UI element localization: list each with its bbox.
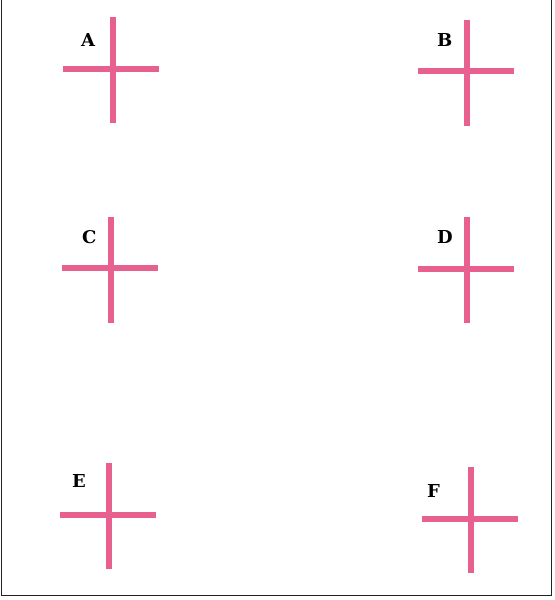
cross-a-vertical [110, 17, 116, 123]
label-c: C [82, 227, 97, 248]
cross-e-vertical [106, 463, 112, 569]
cross-b-vertical [464, 20, 470, 126]
cross-d-vertical [464, 217, 470, 323]
label-b: B [437, 30, 453, 51]
marker-b: B [417, 20, 517, 130]
label-d: D [437, 227, 453, 248]
marker-c: C [61, 217, 161, 327]
marker-d: D [417, 217, 517, 327]
label-e: E [72, 471, 86, 492]
marker-f: F [421, 467, 521, 577]
cross-f-vertical [468, 467, 474, 573]
marker-e: E [59, 463, 159, 573]
label-f: F [427, 481, 440, 502]
cross-c-vertical [108, 217, 114, 323]
marker-a: A [62, 17, 162, 127]
label-a: A [81, 30, 95, 51]
